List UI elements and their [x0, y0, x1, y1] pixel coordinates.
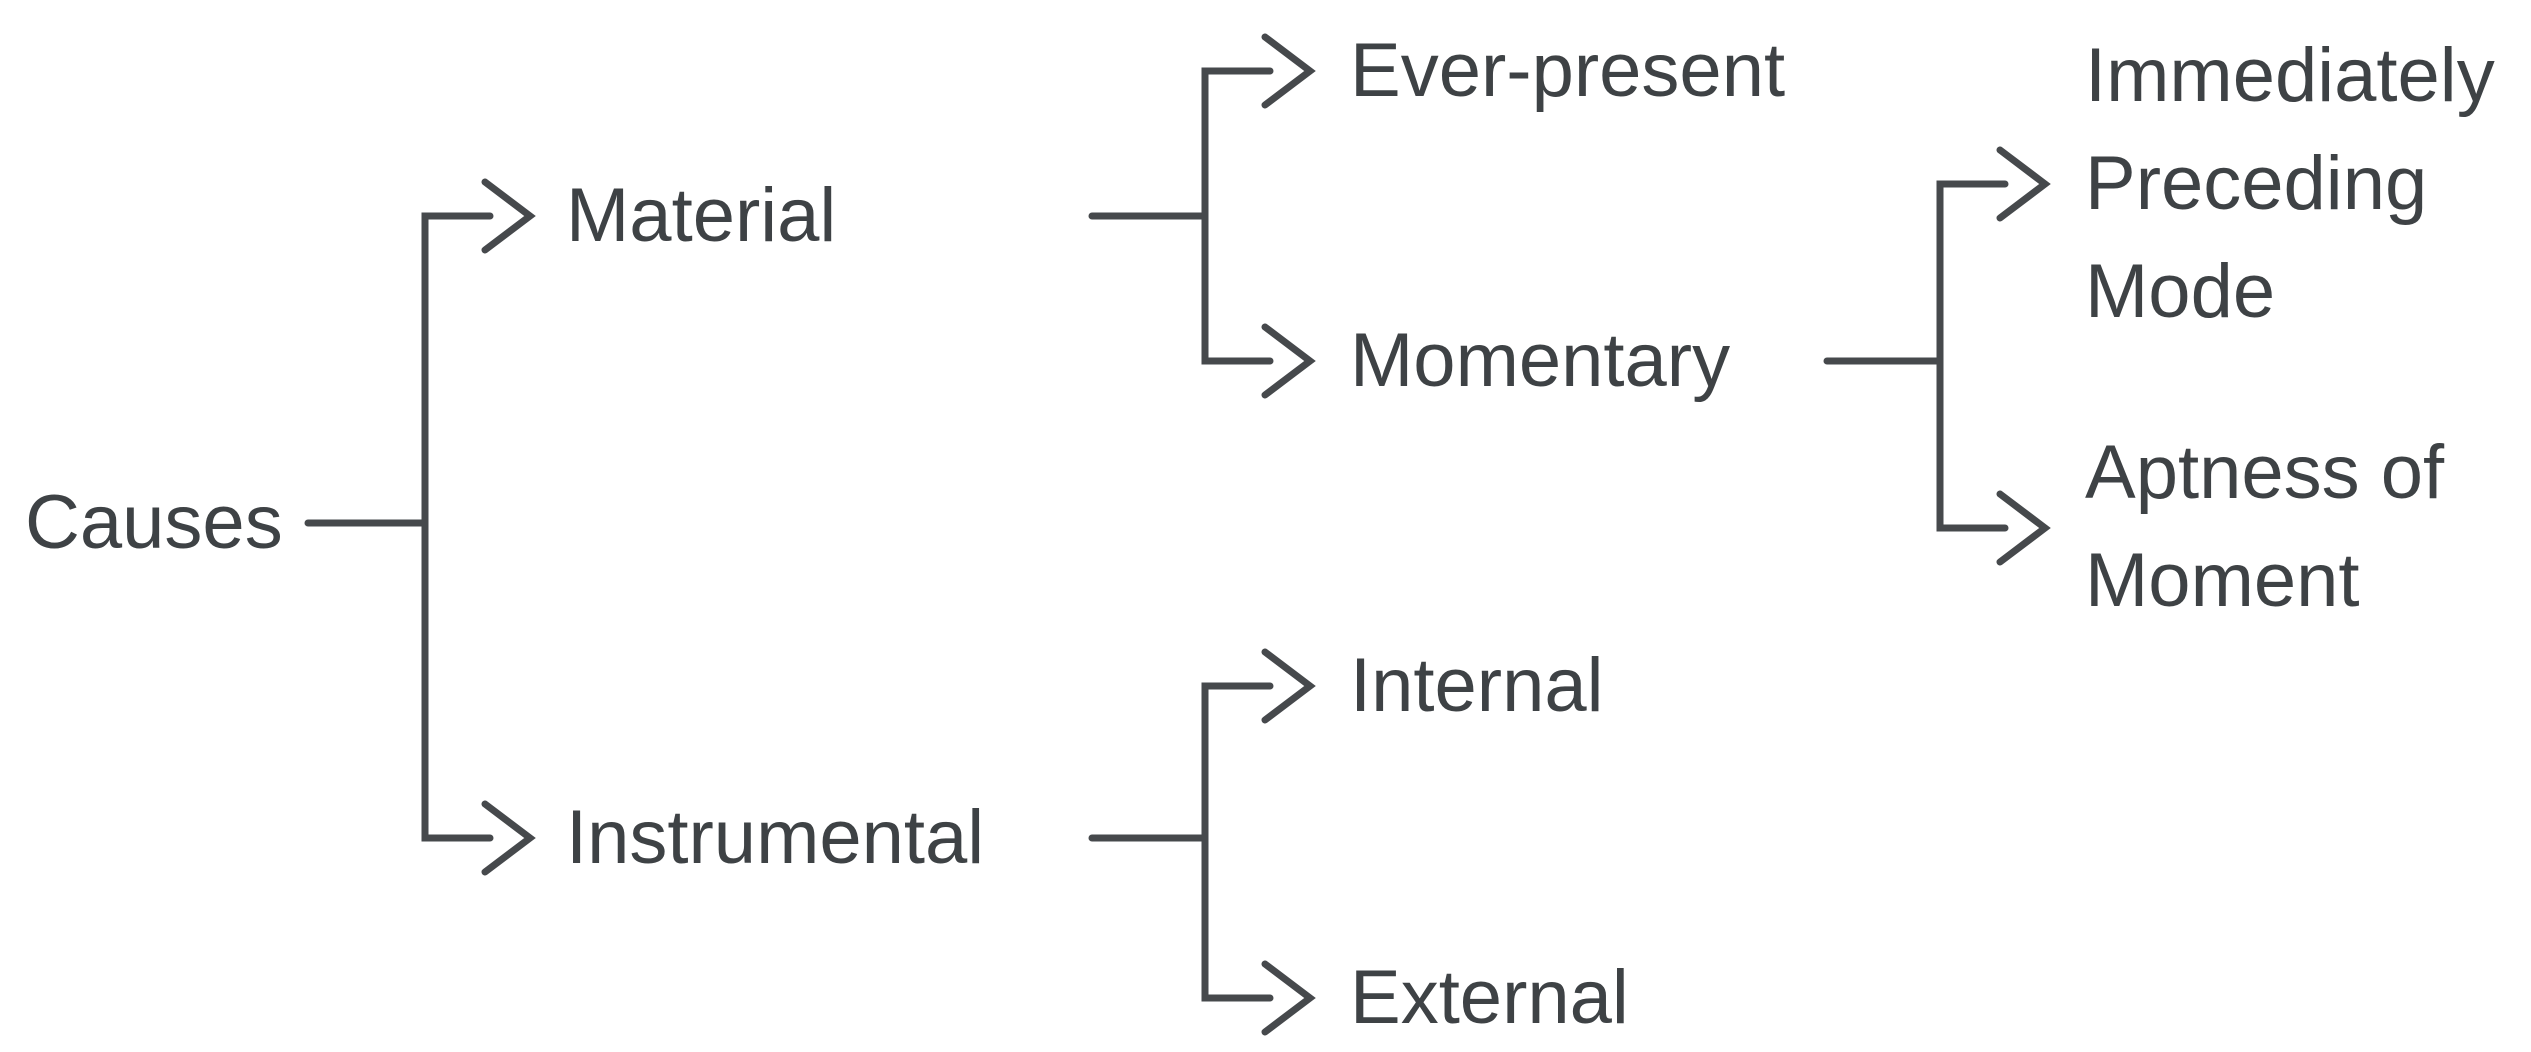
momentary-bracket-line	[1936, 180, 2009, 532]
momentary-arrowhead-icon	[1261, 323, 1316, 399]
material-arrowhead-icon	[481, 178, 536, 254]
connector-lines	[304, 67, 2009, 1002]
instrumental-arrowhead-icon	[481, 800, 536, 876]
ever-present-arrowhead-icon	[1261, 33, 1316, 109]
immediately-preceding-mode-arrowhead-icon	[1996, 146, 2051, 222]
instrumental-bracket-line	[1201, 682, 1274, 1002]
level1-bracket-line	[421, 212, 494, 842]
external-arrowhead-icon	[1261, 960, 1316, 1036]
aptness-of-moment-arrowhead-icon	[1996, 490, 2051, 566]
node-label-ever-present: Ever-present	[1350, 28, 1786, 113]
node-label-material: Material	[566, 173, 837, 258]
node-label-aptness-of-moment: Aptness of Moment	[2085, 430, 2445, 623]
arrowheads	[481, 33, 2051, 1036]
internal-arrowhead-icon	[1261, 648, 1316, 724]
node-label-external: External	[1350, 955, 1629, 1040]
node-label-causes: Causes	[25, 480, 283, 565]
node-label-internal: Internal	[1350, 643, 1604, 728]
node-label-immediately-preceding-mode: Immediately Preceding Mode	[2085, 33, 2495, 334]
material-bracket-line	[1201, 67, 1274, 365]
node-label-momentary: Momentary	[1350, 318, 1731, 403]
node-label-instrumental: Instrumental	[566, 795, 985, 880]
